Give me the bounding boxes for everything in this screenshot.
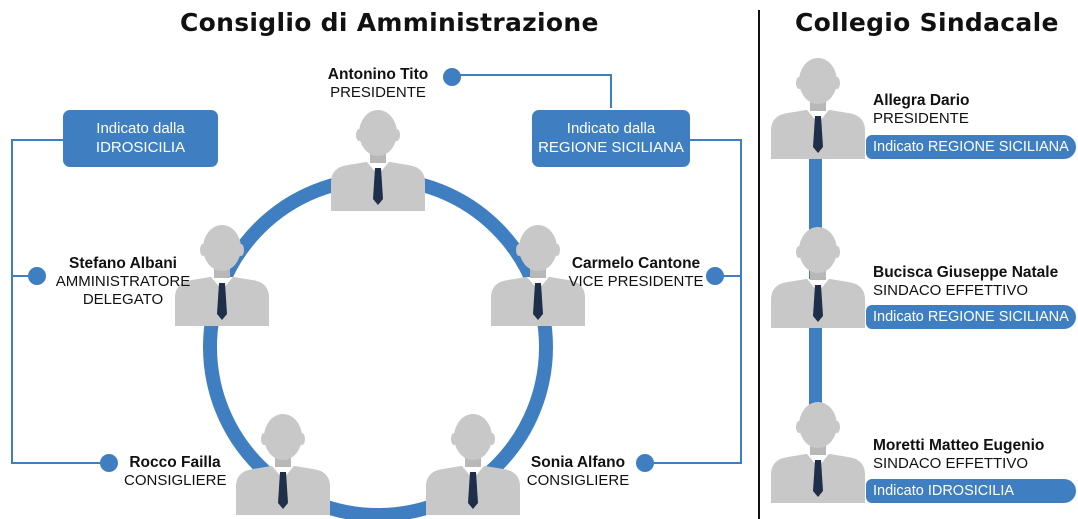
- member-rocco-failla: Rocco Failla CONSIGLIERE: [124, 454, 227, 490]
- member-sonia-alfano: Sonia Alfano CONSIGLIERE: [526, 454, 630, 490]
- auditor-moretti-matteo-eugenio: Moretti Matteo Eugenio SINDACO EFFETTIVO: [873, 437, 1044, 473]
- auditor-indicated-badge: Indicato IDROSICILIA: [866, 479, 1076, 503]
- person-icon: [331, 110, 425, 211]
- tag-line: REGIONE SICILIANA: [538, 139, 684, 156]
- idrosicilia-tag: Indicato dalla IDROSICILIA: [63, 110, 218, 167]
- connector-dot: [100, 454, 118, 472]
- auditor-role: PRESIDENTE: [873, 110, 969, 127]
- auditor-role: SINDACO EFFETTIVO: [873, 282, 1029, 299]
- auditor-bucisca-giuseppe-natale: Bucisca Giuseppe Natale SINDACO EFFETTIV…: [873, 264, 1058, 300]
- person-icon: [771, 227, 865, 328]
- auditor-allegra-dario: Allegra Dario PRESIDENTE: [873, 92, 969, 128]
- board-title: Consiglio di Amministrazione: [180, 8, 599, 37]
- member-name: Carmelo Cantone: [571, 255, 701, 272]
- member-name: Stefano Albani: [69, 255, 177, 272]
- connector-dot: [443, 68, 461, 86]
- auditors-title: Collegio Sindacale: [795, 8, 1059, 37]
- member-name: Antonino Tito: [327, 66, 429, 83]
- connector-dot: [28, 267, 46, 285]
- member-role: VICE PRESIDENTE: [568, 273, 704, 290]
- member-role: AMMINISTRATORE: [55, 273, 191, 290]
- member-name: Rocco Failla: [129, 454, 221, 471]
- auditor-name: Moretti Matteo Eugenio: [873, 437, 1045, 454]
- connector-dot: [706, 267, 724, 285]
- auditor-indicated-badge: Indicato REGIONE SICILIANA: [866, 305, 1076, 329]
- member-antonino-tito: Antonino Tito PRESIDENTE: [322, 66, 434, 102]
- tag-line: Indicato dalla: [96, 120, 185, 137]
- auditor-name: Bucisca Giuseppe Natale: [873, 264, 1059, 281]
- person-icon: [771, 402, 865, 503]
- member-role: PRESIDENTE: [330, 84, 426, 101]
- member-stefano-albani: Stefano Albani AMMINISTRATORE DELEGATO: [52, 255, 194, 309]
- board-ring: [203, 172, 553, 519]
- tag-line: IDROSICILIA: [95, 139, 186, 156]
- person-icon: [771, 58, 865, 159]
- auditor-indicated-badge: Indicato REGIONE SICILIANA: [866, 135, 1076, 159]
- tag-line: Indicato dalla: [566, 120, 656, 137]
- member-name: Sonia Alfano: [530, 454, 626, 471]
- connector-dot: [636, 454, 654, 472]
- member-carmelo-cantone: Carmelo Cantone VICE PRESIDENTE: [566, 255, 706, 291]
- auditor-name: Allegra Dario: [873, 92, 970, 109]
- member-role: CONSIGLIERE: [124, 472, 227, 489]
- member-role: DELEGATO: [82, 291, 164, 308]
- regione-siciliana-tag: Indicato dalla REGIONE SICILIANA: [532, 110, 690, 167]
- member-role: CONSIGLIERE: [526, 472, 630, 489]
- auditor-role: SINDACO EFFETTIVO: [873, 455, 1029, 472]
